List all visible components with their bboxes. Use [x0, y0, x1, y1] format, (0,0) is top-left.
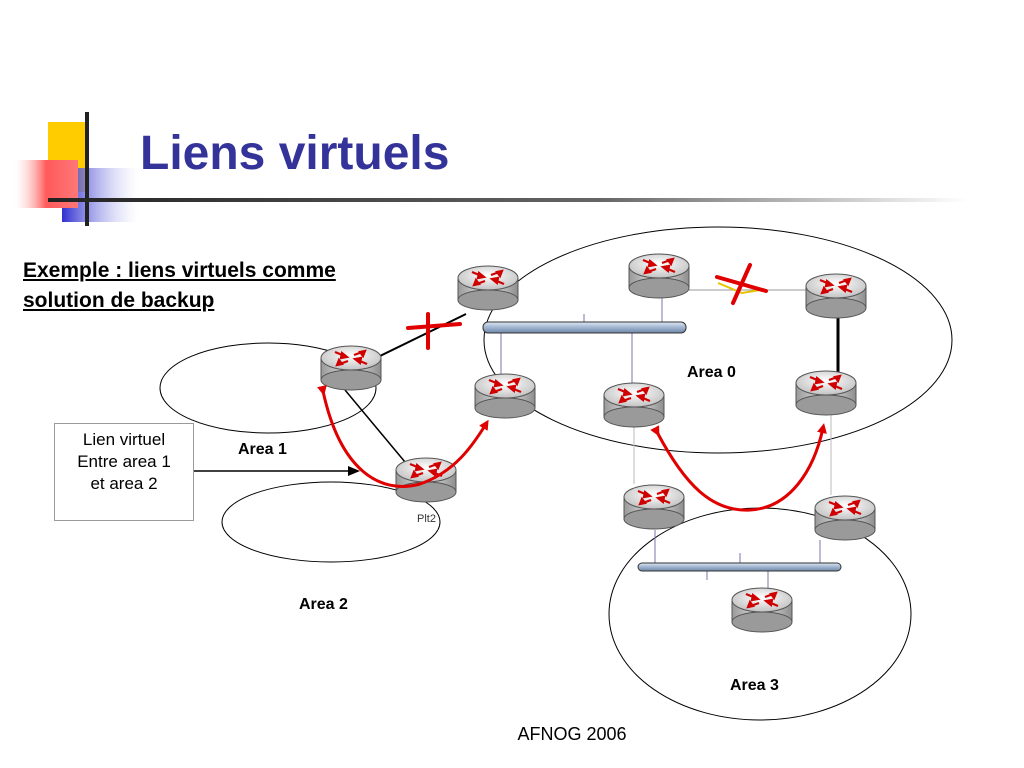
virtual-link-area1-area2 — [317, 385, 489, 488]
router-area0-middle-left — [473, 372, 537, 420]
router-area0-middle — [602, 381, 666, 429]
router-area0-top-middle — [627, 252, 691, 300]
logo-vertical-line — [85, 112, 89, 226]
router-plt2 — [394, 456, 458, 504]
callout-line-2: Entre area 1 — [77, 452, 171, 471]
link-break-marker-right — [715, 263, 768, 305]
area-0-ellipse — [483, 226, 953, 454]
slide-footer: AFNOG 2006 — [517, 724, 627, 744]
link-area0-top-yellow-mark — [717, 282, 761, 295]
area-3-label: Area 3 — [730, 677, 779, 694]
subtitle-line-1: Exemple : liens virtuels comme — [23, 259, 336, 282]
link-area1-to-plt2 — [344, 389, 411, 469]
router-area3-bottom — [730, 586, 794, 634]
area-3-bus — [637, 562, 842, 572]
title-rule — [48, 198, 968, 202]
router-area3-left — [622, 483, 686, 531]
area-2-ellipse — [221, 481, 441, 563]
router-area3-right — [813, 494, 877, 542]
router-plt2-label: Plt2 — [417, 513, 436, 525]
area-0-bus — [482, 321, 687, 334]
router-area0-right — [794, 369, 858, 417]
link-area1-to-area0-broken — [379, 313, 467, 357]
page-title: Liens virtuels — [140, 127, 450, 180]
subtitle: Exemple : liens virtuels comme solution … — [23, 256, 413, 316]
area-2-label: Area 2 — [299, 596, 348, 613]
virtual-link-callout: Lien virtuel Entre area 1 et area 2 — [54, 423, 194, 521]
area-0-label: Area 0 — [687, 364, 736, 381]
router-area0-top-left — [456, 264, 520, 312]
slide-logo — [14, 112, 968, 226]
subtitle-line-2: solution de backup — [23, 289, 215, 312]
router-area1 — [319, 344, 383, 392]
area-1-label: Area 1 — [238, 441, 287, 458]
callout-line-1: Lien virtuel — [82, 430, 166, 449]
link-break-marker-left — [406, 312, 462, 350]
virtual-link-area3 — [650, 423, 827, 512]
callout-line-3: et area 2 — [90, 474, 158, 493]
router-area0-top-right — [804, 272, 868, 320]
